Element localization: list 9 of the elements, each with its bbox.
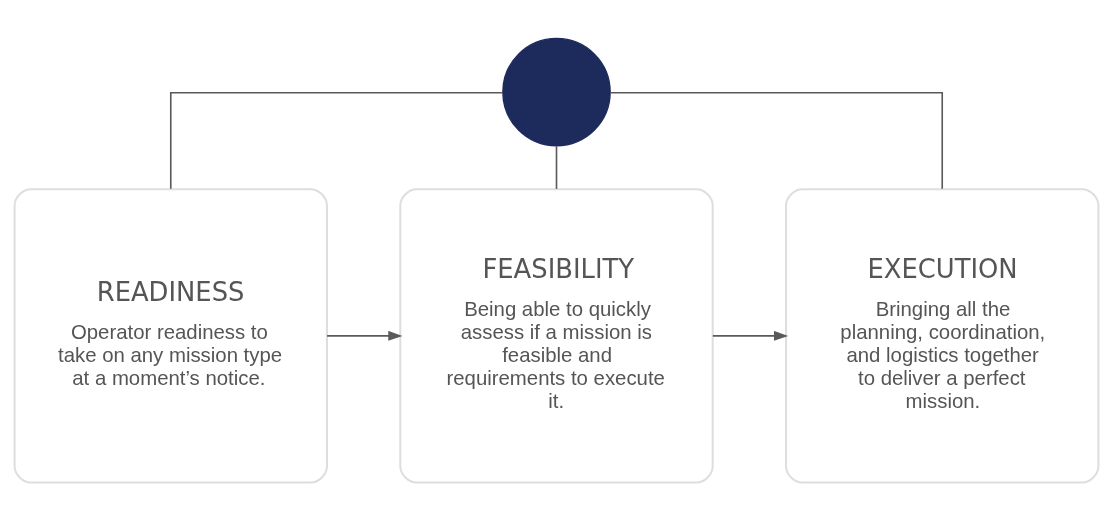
connector <box>169 91 504 190</box>
connector <box>609 91 944 190</box>
node-circle <box>502 37 611 146</box>
node-box: READINESS Operator readiness to take on any mission type at a moment’s notice. <box>13 187 328 484</box>
node-box: FEASIBILITY Being able to quickly assess if a mission is feasible and requirements to execute it. <box>399 187 714 484</box>
node-box: EXECUTION Bringing all the planning, coordination, and logistics together to deliver a perfect mission. <box>785 187 1100 484</box>
connector <box>555 144 558 190</box>
arrow <box>712 330 789 341</box>
arrow <box>326 330 403 341</box>
